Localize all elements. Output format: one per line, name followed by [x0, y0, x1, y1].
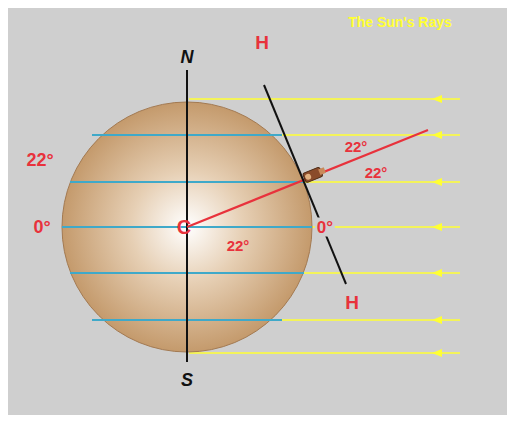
sun-rays-title: The Sun's Rays [348, 15, 452, 29]
zenith-line [187, 130, 428, 227]
angle-label: 22° [365, 165, 388, 180]
horizon-label: H [345, 293, 359, 312]
angle-label: 22° [345, 139, 368, 154]
background [8, 8, 507, 415]
horizon-line [264, 85, 346, 284]
center-label: C [177, 217, 191, 237]
horizon-label: H [255, 33, 269, 52]
north-label: N [181, 48, 194, 66]
south-label: S [181, 371, 193, 389]
equator-label: 0° [315, 218, 335, 237]
earth-axis [186, 70, 188, 362]
latitude-label: 22° [26, 151, 53, 169]
latitude-label: 0° [33, 218, 50, 236]
observer-telescope [303, 165, 327, 183]
angle-label: 22° [227, 238, 250, 253]
ray-arrowheads [432, 95, 442, 357]
